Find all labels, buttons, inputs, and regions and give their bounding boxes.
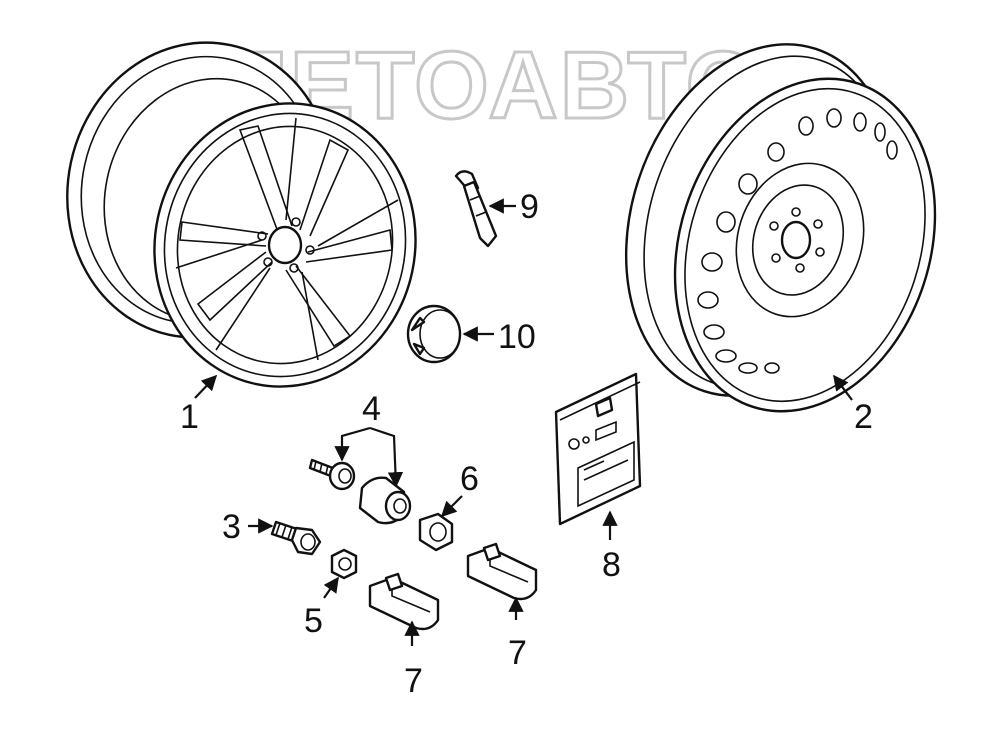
- callout-1: 1: [180, 398, 199, 436]
- center-cap: [406, 304, 462, 364]
- steel-spare-wheel: [624, 43, 937, 413]
- callout-7-right: 7: [508, 634, 527, 672]
- callout-5: 5: [304, 602, 323, 640]
- callout-10: 10: [498, 318, 536, 356]
- callout-9: 9: [520, 188, 539, 226]
- washer: [330, 548, 358, 580]
- alloy-wheel: [66, 41, 417, 388]
- callout-4: 4: [362, 390, 381, 428]
- wheel-bolt: [270, 520, 322, 556]
- callout-2: 2: [854, 398, 873, 436]
- callout-6: 6: [460, 460, 479, 498]
- callout-8: 8: [602, 546, 621, 584]
- leader-lines: [194, 198, 853, 646]
- wheel-weight-right: [466, 542, 538, 601]
- valve-stem: [454, 170, 498, 248]
- callout-3: 3: [222, 508, 241, 546]
- lock-bolt-and-key: [308, 458, 412, 525]
- tpms-label-card: [554, 372, 642, 526]
- callout-7-left: 7: [404, 662, 423, 700]
- wheel-weight-left: [368, 572, 440, 631]
- callout-numbers: 1 2 3 4 5 6 7 7 8 9 10: [180, 188, 873, 700]
- lug-nut: [418, 512, 454, 552]
